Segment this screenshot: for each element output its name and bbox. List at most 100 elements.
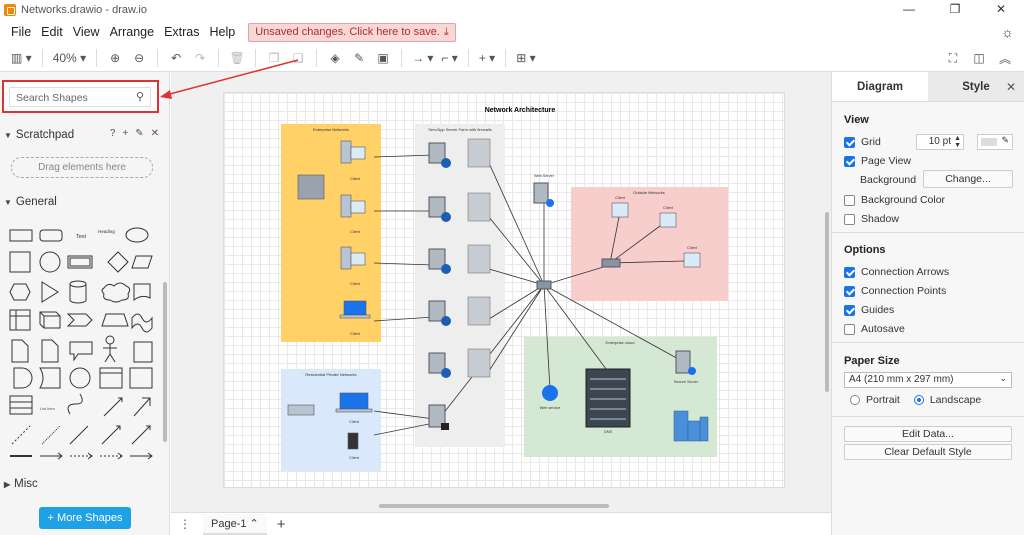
diagram-canvas[interactable]: Network Architecture Enterprise Networks… — [171, 72, 831, 512]
scratchpad-header[interactable]: ▼ Scratchpad — [4, 129, 74, 141]
server-icons[interactable] — [428, 142, 451, 430]
search-icon[interactable]: ⚲ — [135, 91, 144, 103]
add-icon[interactable]: + — [122, 128, 129, 139]
close-panel-icon[interactable]: ✕ — [1005, 80, 1016, 94]
line-color-icon[interactable]: ✎ — [354, 50, 365, 65]
landscape-radio[interactable] — [913, 395, 924, 405]
shadow-row[interactable]: Shadow — [844, 213, 899, 225]
background-color-checkbox[interactable] — [844, 194, 855, 206]
to-back-icon[interactable]: ❏ — [292, 50, 304, 65]
format-panel-icon[interactable]: ◫ — [973, 51, 985, 65]
change-background-button[interactable]: Change... — [923, 170, 1013, 188]
search-input[interactable]: Search Shapes ⚲ — [9, 87, 151, 107]
shadow-icon[interactable]: ▣ — [377, 50, 389, 65]
zoom-select[interactable]: 40% ▾ — [52, 50, 87, 65]
connection-icon[interactable]: → ▾ — [412, 50, 434, 65]
close-button[interactable]: ✕ — [995, 2, 1007, 16]
vertical-scrollbar[interactable] — [825, 212, 829, 392]
server-farm-group[interactable] — [415, 124, 505, 447]
residential-device-icons[interactable] — [287, 392, 373, 450]
theme-settings-icon[interactable]: ☼ — [1001, 24, 1014, 40]
edit-data-button[interactable]: Edit Data... — [844, 426, 1012, 442]
outside-networks-group[interactable] — [571, 187, 728, 301]
add-page-icon[interactable]: + — [276, 515, 286, 533]
close-icon[interactable]: ✕ — [150, 128, 159, 139]
grid-row[interactable]: Grid — [844, 136, 881, 148]
delete-icon[interactable]: 🗑 — [229, 50, 245, 65]
more-shapes-button[interactable]: + More Shapes — [39, 507, 131, 529]
minimize-button[interactable]: — — [903, 2, 915, 16]
guides-row[interactable]: Guides — [844, 304, 894, 316]
unsaved-label: Unsaved changes. Click here to save. — [255, 26, 440, 38]
horizontal-scrollbar[interactable] — [379, 504, 609, 508]
zoom-in-icon[interactable]: ⊕ — [110, 50, 121, 65]
grid-size-input[interactable]: 10 pt▲▼ — [916, 134, 964, 150]
router-icon[interactable] — [601, 258, 621, 268]
collapse-icon[interactable]: ︽ — [998, 51, 1011, 66]
grid-checkbox[interactable] — [844, 136, 855, 148]
menu-help[interactable]: Help — [209, 25, 236, 39]
paper-size-value: A4 (210 mm x 297 mm) — [849, 374, 954, 385]
page-view-checkbox[interactable] — [844, 155, 855, 167]
menu-extras[interactable]: Extras — [164, 25, 200, 39]
firewall-icons[interactable] — [467, 138, 491, 378]
maximize-button[interactable]: ❐ — [949, 2, 961, 16]
download-icon: ⤓ — [443, 25, 449, 38]
residential-group[interactable] — [281, 369, 381, 471]
help-icon[interactable]: ? — [109, 128, 116, 139]
general-header[interactable]: ▼ General — [4, 196, 57, 208]
connection-arrows-row[interactable]: Connection Arrows — [844, 266, 949, 278]
network-hub-icon[interactable] — [536, 280, 552, 290]
web-server-icon[interactable] — [533, 182, 549, 204]
shadow-checkbox[interactable] — [844, 213, 855, 225]
diagram-page[interactable]: Network Architecture Enterprise Networks… — [223, 92, 785, 488]
format-panel: Diagram Style ✕ View Grid 10 pt▲▼ ✎ Page… — [831, 72, 1024, 535]
connection-points-checkbox[interactable] — [844, 285, 855, 297]
insert-icon[interactable]: + ▾ — [478, 50, 496, 65]
spinner-icon[interactable]: ▲▼ — [954, 135, 961, 149]
client-label: Client — [349, 456, 360, 460]
zoom-out-icon[interactable]: ⊖ — [134, 50, 145, 65]
background-color-row[interactable]: Background Color — [844, 194, 945, 206]
tab-style[interactable]: Style — [928, 72, 1024, 101]
connection-arrows-checkbox[interactable] — [844, 266, 855, 278]
client-icons[interactable] — [297, 140, 371, 319]
general-shapes-grid[interactable]: Text Heading List item — [6, 222, 156, 462]
page-tab[interactable]: Page-1 ⌃ — [203, 513, 267, 535]
clear-default-style-button[interactable]: Clear Default Style — [844, 444, 1012, 460]
menu-file[interactable]: File — [11, 25, 32, 39]
autosave-checkbox[interactable] — [844, 323, 855, 335]
menu-view[interactable]: View — [72, 25, 100, 39]
page-view-row[interactable]: Page View — [844, 155, 911, 167]
misc-header[interactable]: ▶ Misc — [4, 478, 38, 490]
secure-server-icon[interactable] — [675, 350, 691, 374]
grid-color-picker[interactable]: ✎ — [977, 134, 1013, 150]
scratchpad-dropzone[interactable]: Drag elements here — [11, 157, 153, 178]
buildings-icon[interactable] — [673, 410, 709, 442]
tab-diagram[interactable]: Diagram — [832, 72, 928, 101]
format-panel-toggle-icon[interactable]: ▥ ▾ — [11, 50, 32, 65]
to-front-icon[interactable]: ❐ — [268, 50, 280, 65]
edit-icon[interactable]: ✎ — [135, 128, 144, 139]
network-diagram[interactable]: Network Architecture Enterprise Networks… — [224, 93, 786, 489]
outside-client-icons[interactable] — [611, 202, 701, 268]
paper-size-select[interactable]: A4 (210 mm x 297 mm)⌄ — [844, 372, 1012, 388]
fill-color-icon[interactable]: ◈ — [330, 50, 340, 65]
menu-arrange[interactable]: Arrange — [109, 25, 155, 39]
autosave-row[interactable]: Autosave — [844, 323, 905, 335]
table-icon[interactable]: ⊞ ▾ — [516, 50, 536, 65]
guides-checkbox[interactable] — [844, 304, 855, 316]
background-row: Background — [844, 174, 916, 186]
waypoints-icon[interactable]: ⌐ ▾ — [441, 50, 458, 65]
pages-menu-icon[interactable]: ⋮ — [179, 517, 191, 531]
undo-icon[interactable]: ↶ — [171, 50, 182, 65]
unsaved-changes-button[interactable]: Unsaved changes. Click here to save. ⤓ — [248, 22, 456, 42]
fullscreen-icon[interactable]: ⛶ — [948, 50, 958, 65]
shapes-scrollbar[interactable] — [163, 282, 167, 442]
menu-edit[interactable]: Edit — [41, 25, 63, 39]
web-service-icon[interactable] — [542, 385, 558, 401]
portrait-radio[interactable] — [850, 395, 860, 405]
connection-points-row[interactable]: Connection Points — [844, 285, 946, 297]
collapse-arrow-icon: ▼ — [4, 197, 12, 207]
redo-icon[interactable]: ↷ — [195, 50, 206, 65]
